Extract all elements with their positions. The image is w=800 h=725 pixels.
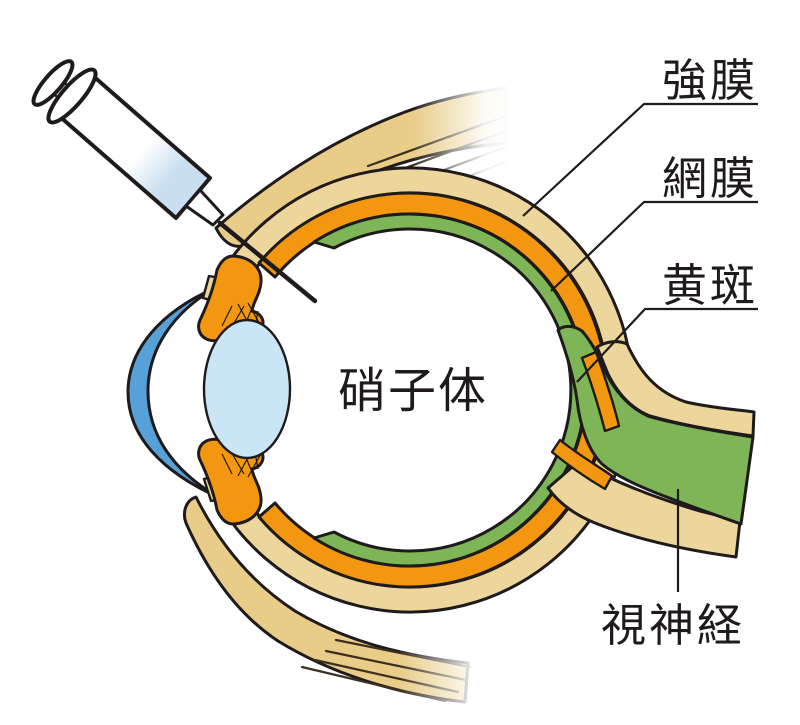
needle-hub <box>184 188 225 227</box>
needle <box>217 220 318 304</box>
plunger-thumb-rest <box>31 59 75 107</box>
optic-nerve <box>546 324 756 559</box>
syringe <box>31 59 318 304</box>
retina-ring <box>312 212 587 568</box>
barrel-flange <box>46 67 98 125</box>
label-vitreous-body: 硝子体 <box>338 365 488 418</box>
anterior-segment <box>126 254 292 526</box>
lens <box>202 318 292 460</box>
leader-sclera <box>522 102 758 217</box>
label-retina: 網膜 <box>662 153 758 204</box>
optic-nerve-core-and-macula <box>556 324 755 526</box>
label-sclera: 強膜 <box>662 55 758 106</box>
optic-nerve-sheath-top <box>595 340 756 438</box>
muscle-fade-overlay <box>398 614 508 720</box>
choroid-curl-bottom <box>550 438 614 491</box>
annotations: 強膜 網膜 黄斑 視神経 硝子体 <box>338 55 758 651</box>
optic-nerve-sheath-bottom <box>546 460 742 559</box>
label-macula: 黄斑 <box>662 260 758 311</box>
leader-retina <box>550 200 758 292</box>
label-optic-nerve: 視神経 <box>601 600 745 651</box>
inferior-rectus-muscle <box>182 495 508 720</box>
leader-macula <box>576 307 758 383</box>
choroid-curl-top <box>580 350 621 433</box>
muscle-fade-overlay <box>412 76 516 176</box>
